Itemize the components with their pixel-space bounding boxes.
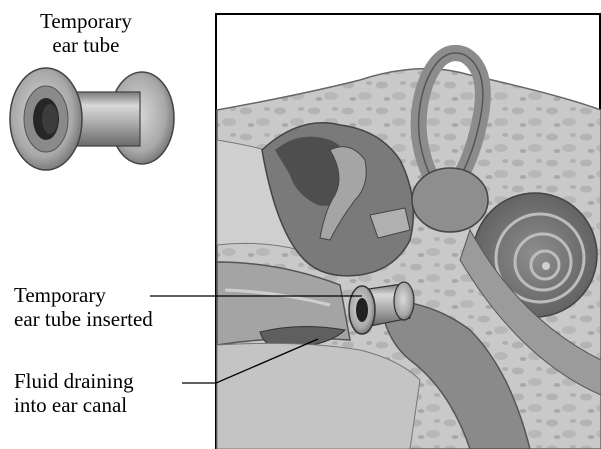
- label-line: Temporary: [40, 9, 132, 33]
- label-line: ear tube inserted: [14, 307, 153, 331]
- label-line: Temporary: [14, 283, 153, 307]
- ear-cross-section: [216, 14, 601, 449]
- label-fluid-draining: Fluid draining into ear canal: [14, 369, 134, 417]
- label-line: ear tube: [40, 33, 132, 57]
- standalone-ear-tube: [10, 68, 174, 170]
- label-temporary-ear-tube: Temporary ear tube: [40, 9, 132, 57]
- label-line: Fluid draining: [14, 369, 134, 393]
- label-line: into ear canal: [14, 393, 134, 417]
- label-ear-tube-inserted: Temporary ear tube inserted: [14, 283, 153, 331]
